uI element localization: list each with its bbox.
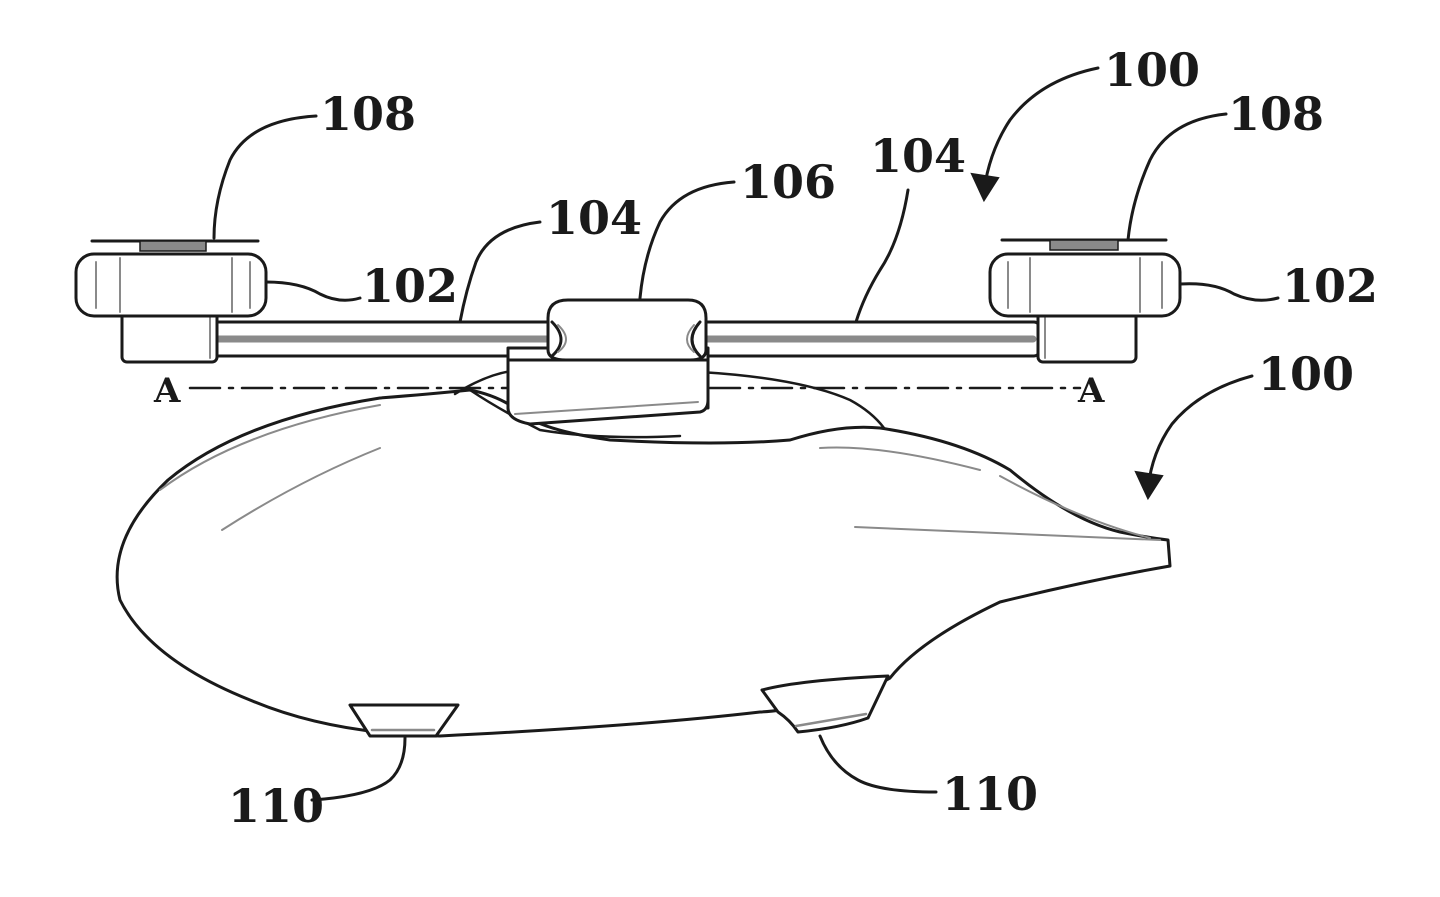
label-100-side: 100 <box>1258 347 1354 401</box>
label-108-right: 108 <box>1228 87 1324 141</box>
label-106: 106 <box>740 155 836 209</box>
label-102-right: 102 <box>1282 259 1378 313</box>
label-104-left: 104 <box>546 191 642 245</box>
arrow-100-side <box>1136 376 1252 498</box>
label-110-left: 110 <box>228 779 324 833</box>
leader-lines <box>214 114 1278 800</box>
skid-left <box>350 705 458 736</box>
label-110-right: 110 <box>942 767 1038 821</box>
reference-labels: 108 108 100 104 106 104 102 102 100 A A … <box>153 43 1378 833</box>
boom-left <box>205 322 555 356</box>
label-axis-a-left: A <box>153 371 181 411</box>
skid-right <box>762 676 888 732</box>
arrow-100-top <box>972 68 1098 200</box>
rotor-right <box>1002 240 1166 250</box>
label-axis-a-right: A <box>1077 371 1105 411</box>
label-102-left: 102 <box>362 259 458 313</box>
mast <box>508 360 708 424</box>
fuselage <box>117 370 1170 736</box>
rotor-left <box>92 241 258 251</box>
label-108-left: 108 <box>320 87 416 141</box>
label-100-top: 100 <box>1104 43 1200 97</box>
boom-right <box>690 322 1040 356</box>
label-104-right: 104 <box>870 129 966 183</box>
